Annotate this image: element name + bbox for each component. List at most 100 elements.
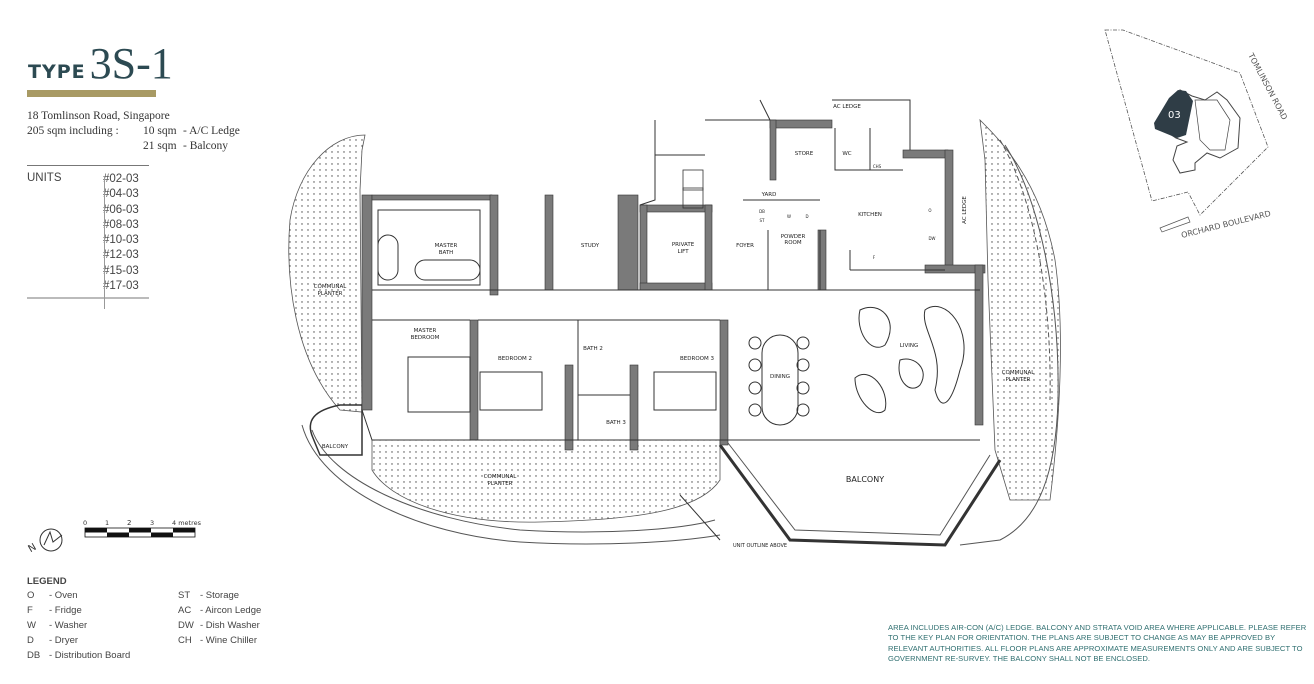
unit-03-highlight — [1154, 90, 1193, 138]
unit-item: #08-03 — [103, 218, 139, 231]
legend-item: O- Oven — [27, 590, 178, 605]
legend-key: F — [27, 605, 33, 616]
room-label: POWDER — [781, 234, 806, 240]
legend-value: - Washer — [49, 620, 88, 631]
room-label: AC LEDGE — [962, 196, 968, 224]
road-label-tomlinson: TOMLINSON ROAD — [1246, 51, 1289, 122]
scale-tick: 0 — [83, 519, 87, 527]
legend-key: DW — [178, 620, 194, 631]
bed-2 — [479, 371, 543, 411]
appliance-label: DW — [928, 236, 935, 241]
room-label: PRIVATE — [672, 242, 695, 248]
appliance-label: D — [805, 214, 808, 219]
road-label-orchard: ORCHARD BOULEVARD — [1180, 209, 1271, 240]
legend-item: F - Fridge — [27, 605, 178, 620]
units-divider — [104, 176, 105, 309]
north-label: N — [27, 542, 39, 555]
room-label: PLANTER — [487, 481, 512, 487]
unit-type-title: TYPE3S-1 — [28, 38, 173, 89]
type-name: 3S-1 — [89, 39, 173, 88]
legend-value: - Aircon Ledge — [200, 605, 262, 616]
legend-title: LEGEND — [27, 576, 67, 587]
room-label: ROOM — [784, 240, 801, 246]
legend-item: DW - Dish Washer — [178, 620, 261, 635]
scale-tick: 3 — [150, 519, 154, 527]
appliance-label: CHS — [873, 164, 882, 169]
room-label: COMMUNAL — [314, 284, 348, 290]
room-label: FOYER — [736, 243, 754, 249]
living-sofa — [858, 307, 891, 348]
disclaimer: AREA INCLUDES AIR-CON (A/C) LEDGE. BALCO… — [888, 623, 1307, 663]
scale-and-north: N 0 1 2 3 4 metres — [27, 519, 202, 555]
key-plan: 03 TOMLINSON ROAD ORCHARD BOULEVARD — [1104, 29, 1289, 240]
master-bed — [407, 356, 471, 413]
unit-item: #06-03 — [103, 203, 139, 216]
room-label: YARD — [761, 192, 777, 198]
legend-key: DB — [27, 650, 41, 661]
room-label: BATH 3 — [606, 420, 626, 426]
room-label: MASTER — [414, 328, 437, 334]
legend-key: AC — [178, 605, 192, 616]
dining-table — [761, 334, 799, 426]
legend-item: AC - Aircon Ledge — [178, 605, 261, 620]
scale-tick: 1 — [105, 519, 109, 527]
key-plan-unit-label: 03 — [1168, 110, 1181, 121]
room-label: LIFT — [677, 249, 689, 255]
scale-bar: 0 1 2 3 4 metres — [83, 519, 202, 538]
planters — [288, 118, 1061, 523]
site-outlines — [301, 139, 1059, 547]
legend-key: D — [27, 635, 34, 646]
legend-key: ST — [178, 590, 191, 601]
ac-area: 10 sqm — [143, 125, 177, 137]
units-list: #02-03 #04-03 #06-03 #08-03 #10-03 #12-0… — [103, 172, 149, 294]
legend-item: ST - Storage — [178, 590, 261, 605]
scale-tick: 4 metres — [172, 519, 202, 527]
room-label: BEDROOM 3 — [680, 356, 714, 362]
appliance-label: W — [787, 214, 791, 219]
room-label: BEDROOM — [411, 335, 440, 341]
balcony-area-label: - Balcony — [183, 140, 229, 152]
unit-item: #10-03 — [103, 234, 139, 247]
legend-item: W- Washer — [27, 620, 178, 635]
scale-tick: 2 — [127, 519, 131, 527]
room-label: BATH — [439, 250, 454, 256]
room-label: LIVING — [900, 343, 918, 349]
balcony-area: 21 sqm — [143, 140, 177, 152]
room-label: MASTER — [435, 243, 458, 249]
units-table: UNITS #02-03 #04-03 #06-03 #08-03 #10-03… — [27, 165, 149, 309]
room-label: STUDY — [581, 243, 600, 249]
room-label: PLANTER — [1005, 377, 1030, 383]
total-area: 205 sqm including : — [27, 125, 119, 137]
appliance-label: O — [928, 208, 931, 213]
room-label: DINING — [770, 374, 790, 380]
legend-value: - Dryer — [49, 635, 79, 646]
room-label: BALCONY — [322, 444, 349, 450]
room-label: BALCONY — [846, 475, 884, 484]
room-labels: AC LEDGE STORE WC YARD KITCHEN AC LEDGE … — [314, 104, 1036, 549]
room-label: AC LEDGE — [833, 104, 861, 110]
room-label: COMMUNAL — [1002, 370, 1036, 376]
appliance-label: DB — [759, 209, 765, 214]
legend-value: - Dish Washer — [200, 620, 260, 631]
interior-lines — [361, 99, 980, 441]
room-label: BATH 2 — [583, 346, 603, 352]
furniture — [377, 169, 965, 426]
room-label: KITCHEN — [858, 212, 882, 218]
unit-item: #15-03 — [103, 264, 139, 277]
room-label: STORE — [795, 151, 814, 157]
room-label: PLANTER — [317, 291, 342, 297]
units-label: UNITS — [27, 172, 62, 184]
legend-item: DB- Distribution Board — [27, 650, 178, 665]
walls — [361, 119, 986, 451]
room-label: COMMUNAL — [484, 474, 518, 480]
legend-item: D - Dryer — [27, 635, 178, 650]
bed-3 — [653, 371, 717, 411]
room-label: BEDROOM 2 — [498, 356, 532, 362]
unit-item: #12-03 — [103, 249, 139, 262]
legend-item: CH- Wine Chiller — [178, 635, 261, 650]
legend-key: CH — [178, 635, 192, 646]
address: 18 Tomlinson Road, Singapore — [27, 110, 170, 122]
room-label: WC — [842, 151, 851, 157]
legend-value: - Fridge — [49, 605, 82, 616]
legend-value: - Storage — [200, 590, 240, 601]
